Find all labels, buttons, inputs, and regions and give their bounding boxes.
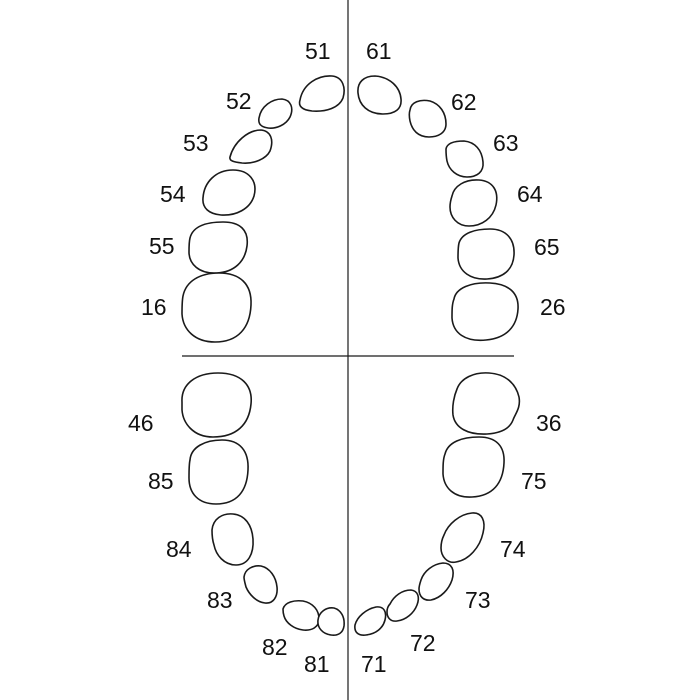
tooth-label-65: 65 xyxy=(534,234,560,260)
tooth-label-36: 36 xyxy=(536,410,562,436)
tooth-label-75: 75 xyxy=(521,468,547,494)
tooth-label-83: 83 xyxy=(207,587,233,613)
tooth-54[interactable] xyxy=(202,169,256,216)
tooth-81[interactable] xyxy=(317,607,345,636)
tooth-83[interactable] xyxy=(243,565,278,604)
tooth-label-26: 26 xyxy=(540,294,566,320)
tooth-label-64: 64 xyxy=(517,181,543,207)
tooth-53[interactable] xyxy=(229,129,273,164)
tooth-71[interactable] xyxy=(354,606,387,636)
tooth-26[interactable] xyxy=(451,282,519,342)
tooth-label-82: 82 xyxy=(262,634,288,660)
tooth-65[interactable] xyxy=(457,228,515,280)
tooth-51[interactable] xyxy=(298,75,345,112)
tooth-72[interactable] xyxy=(386,589,420,622)
tooth-55[interactable] xyxy=(188,221,249,274)
tooth-16[interactable] xyxy=(181,272,252,343)
tooth-63[interactable] xyxy=(445,140,484,178)
tooth-64[interactable] xyxy=(449,179,498,227)
tooth-label-46: 46 xyxy=(128,410,154,436)
tooth-label-72: 72 xyxy=(410,630,436,656)
tooth-label-55: 55 xyxy=(149,233,175,259)
tooth-label-63: 63 xyxy=(493,130,519,156)
tooth-84[interactable] xyxy=(211,513,254,566)
tooth-75[interactable] xyxy=(442,436,505,498)
tooth-label-73: 73 xyxy=(465,587,491,613)
tooth-label-61: 61 xyxy=(366,38,392,64)
tooth-label-74: 74 xyxy=(500,536,526,562)
tooth-label-53: 53 xyxy=(183,130,209,156)
tooth-label-81: 81 xyxy=(304,651,330,677)
tooth-52[interactable] xyxy=(258,98,293,129)
tooth-73[interactable] xyxy=(418,562,454,601)
tooth-46[interactable] xyxy=(181,372,252,438)
tooth-label-54: 54 xyxy=(160,181,186,207)
tooth-74[interactable] xyxy=(440,512,485,564)
tooth-36[interactable] xyxy=(451,372,521,435)
tooth-82[interactable] xyxy=(282,599,320,631)
tooth-85[interactable] xyxy=(188,439,249,505)
tooth-label-62: 62 xyxy=(451,89,477,115)
tooth-label-85: 85 xyxy=(148,468,174,494)
tooth-label-84: 84 xyxy=(166,536,192,562)
tooth-label-52: 52 xyxy=(226,88,252,114)
tooth-label-16: 16 xyxy=(141,294,167,320)
tooth-62[interactable] xyxy=(408,99,447,138)
tooth-label-71: 71 xyxy=(361,651,387,677)
tooth-61[interactable] xyxy=(357,75,402,115)
tooth-label-51: 51 xyxy=(305,38,331,64)
